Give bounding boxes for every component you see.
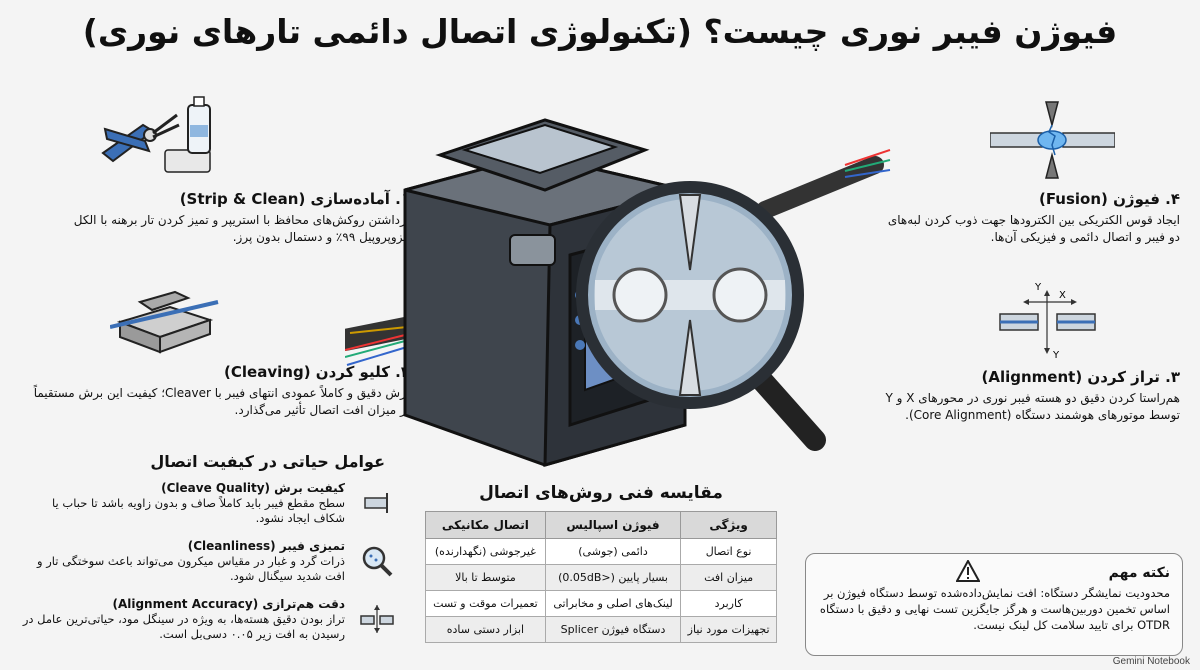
step-text: ایجاد قوس الکتریکی بین الکترودها جهت ذوب… bbox=[887, 213, 1180, 244]
factor-text: تراز بودن دقیق هسته‌ها، به ویژه در سینگل… bbox=[22, 612, 345, 641]
warning-icon bbox=[956, 560, 980, 582]
factor-item: کیفیت برش (Cleave Quality)سطح مقطع فیبر … bbox=[20, 481, 395, 537]
table-cell: دائمی (جوشی) bbox=[544, 538, 682, 565]
note-text: محدودیت نمایشگر دستگاه: افت نمایش‌داده‌ش… bbox=[819, 586, 1170, 632]
factor-text: سطح مقطع فیبر باید کاملاً صاف و بدون زاو… bbox=[52, 496, 345, 525]
table-cell: متوسط تا بالا bbox=[425, 564, 546, 591]
factor-item: دقت هم‌ترازی (Alignment Accuracy)تراز بو… bbox=[20, 597, 395, 653]
step-fusion: ۴. فیوژن (Fusion) ایجاد قوس الکتریکی بین… bbox=[880, 190, 1180, 246]
table-row: نوع اتصال دائمی (جوشی) غیرجوشی (نگهدارند… bbox=[425, 538, 777, 565]
fusion-arc-illustration bbox=[990, 101, 1115, 179]
factor-text: ذرات گرد و غبار در مقیاس میکرون می‌تواند… bbox=[36, 554, 345, 583]
table-cell: غیرجوشی (نگهدارنده) bbox=[425, 538, 546, 565]
table-row: میزان افت بسیار پایین (<0.05dB) متوسط تا… bbox=[425, 564, 777, 591]
axis-y-label-bottom: Y bbox=[1052, 350, 1060, 360]
important-note-box: نکته مهم محدودیت نمایشگر دستگاه: افت نما… bbox=[805, 553, 1183, 656]
comparison-heading: مقایسه فنی روش‌های اتصال bbox=[479, 483, 723, 503]
step-text: هم‌راستا کردن دقیق دو هسته فیبر نوری در … bbox=[885, 391, 1180, 422]
table-cell: تعمیرات موقت و تست bbox=[425, 590, 546, 617]
factor-title: دقت هم‌ترازی (Alignment Accuracy) bbox=[112, 597, 345, 611]
table-row: کاربرد لینک‌های اصلی و مخابراتی تعمیرات … bbox=[425, 590, 777, 617]
stripper-cleaning-illustration bbox=[101, 96, 211, 173]
column-header: فیوژن اسپالیس bbox=[544, 511, 682, 539]
step-heading: ۴. فیوژن (Fusion) bbox=[1038, 190, 1180, 208]
axis-y-label: Y bbox=[1034, 282, 1042, 293]
cleaved-fiber-icon bbox=[364, 493, 388, 513]
cleaver-illustration bbox=[110, 290, 219, 354]
comparison-table: ویژگی فیوژن اسپالیس اتصال مکانیکی نوع ات… bbox=[425, 511, 777, 643]
column-header: اتصال مکانیکی bbox=[425, 511, 546, 539]
factors-heading: عوامل حیاتی در کیفیت اتصال bbox=[150, 452, 385, 471]
table-cell: ابزار دستی ساده bbox=[425, 616, 546, 643]
table-row: تجهیزات مورد نیاز دستگاه فیوژن Splicer ا… bbox=[425, 616, 777, 643]
table-cell: بسیار پایین (<0.05dB) bbox=[544, 564, 682, 591]
table-cell: تجهیزات مورد نیاز bbox=[680, 616, 777, 643]
footer-brand: Gemini Notebook bbox=[1112, 656, 1190, 667]
step-text: برداشتن روکش‌های محافظ با استریپر و تمیز… bbox=[73, 213, 410, 244]
critical-factors-section: عوامل حیاتی در کیفیت اتصال کیفیت برش (Cl… bbox=[20, 452, 395, 655]
factor-title: کیفیت برش (Cleave Quality) bbox=[161, 481, 345, 495]
alignment-icon bbox=[360, 605, 394, 633]
table-cell: نوع اتصال bbox=[680, 538, 777, 565]
page-title: فیوژن فیبر نوری چیست؟ (تکنولوژی اتصال دا… bbox=[82, 12, 1118, 51]
factor-item: تمیزی فیبر (Cleanliness)ذرات گرد و غبار … bbox=[20, 539, 395, 595]
table-cell: کاربرد bbox=[680, 590, 777, 617]
fusion-splicer-illustration bbox=[345, 118, 891, 468]
table-cell: لینک‌های اصلی و مخابراتی bbox=[544, 590, 682, 617]
step-text: برش دقیق و کاملاً عمودی انتهای فیبر با C… bbox=[33, 386, 410, 417]
note-heading: نکته مهم bbox=[1108, 565, 1170, 581]
magnifier-icon bbox=[362, 546, 393, 577]
comparison-section: مقایسه فنی روش‌های اتصال ویژگی فیوژن اسپ… bbox=[425, 483, 777, 643]
table-cell: میزان افت bbox=[680, 564, 777, 591]
factor-title: تمیزی فیبر (Cleanliness) bbox=[187, 539, 345, 553]
table-cell: دستگاه فیوژن Splicer bbox=[544, 616, 682, 643]
alignment-illustration: X Y Y bbox=[999, 282, 1096, 360]
step-alignment: ۳. تراز کردن (Alignment) هم‌راستا کردن د… bbox=[880, 368, 1180, 424]
step-heading: ۳. تراز کردن (Alignment) bbox=[981, 368, 1181, 386]
axis-x-label: X bbox=[1059, 290, 1066, 301]
column-header: ویژگی bbox=[680, 511, 777, 539]
